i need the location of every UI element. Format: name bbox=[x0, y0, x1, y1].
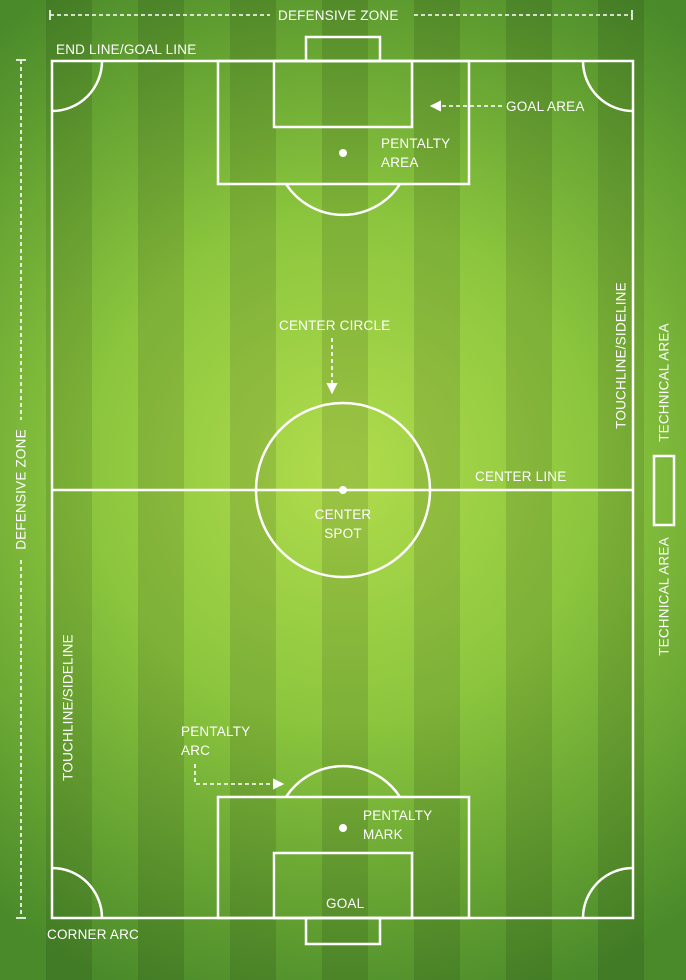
corner-arc-top-left bbox=[51, 60, 104, 113]
corner-arc-bottom-left bbox=[51, 866, 104, 919]
penalty-area-label-line2: AREA bbox=[381, 155, 419, 170]
penalty-arc-label-line2: ARC bbox=[181, 743, 211, 758]
end-line-label: END LINE/GOAL LINE bbox=[56, 42, 197, 57]
bottom-penalty-arc bbox=[284, 764, 402, 798]
touchline-left-label: TOUCHLINE/SIDELINE bbox=[60, 634, 76, 781]
center-spot-label-line1: CENTER bbox=[314, 507, 372, 522]
goal-area-label: GOAL AREA bbox=[506, 99, 585, 114]
corner-arc-bottom-right bbox=[581, 866, 634, 919]
top-penalty-mark bbox=[339, 149, 347, 157]
field-markings bbox=[50, 35, 676, 946]
penalty-arc-label-line1: PENTALTY bbox=[181, 724, 251, 739]
bottom-penalty-mark bbox=[339, 824, 347, 832]
penalty-mark-label-line1: PENTALTY bbox=[363, 808, 433, 823]
center-spot-label-line2: SPOT bbox=[324, 526, 362, 541]
touchline-right-label: TOUCHLINE/SIDELINE bbox=[613, 282, 629, 429]
defensive-zone-top-label: DEFENSIVE ZONE bbox=[278, 8, 399, 23]
technical-area-box bbox=[652, 454, 676, 527]
center-line-label: CENTER LINE bbox=[475, 469, 567, 484]
bottom-goal bbox=[304, 916, 382, 946]
top-penalty-arc bbox=[284, 183, 402, 217]
field-spots bbox=[339, 149, 347, 832]
penalty-arc-arrow bbox=[194, 764, 285, 790]
penalty-mark-label-line2: MARK bbox=[363, 827, 403, 842]
dimension-end-ticks bbox=[16, 10, 633, 919]
technical-area-top-label: TECHNICAL AREA bbox=[656, 323, 672, 442]
goal-label: GOAL bbox=[326, 896, 365, 911]
dimension-lines bbox=[20, 14, 632, 918]
center-circle bbox=[254, 401, 432, 579]
callout-arrows bbox=[194, 100, 502, 790]
penalty-area-label-line1: PENTALTY bbox=[381, 136, 451, 151]
defensive-zone-left-label: DEFENSIVE ZONE bbox=[13, 429, 29, 550]
corner-arc-label: CORNER ARC bbox=[47, 927, 140, 942]
center-circle-label: CENTER CIRCLE bbox=[279, 318, 391, 333]
corner-arc-top-right bbox=[581, 60, 634, 113]
center-spot bbox=[339, 486, 347, 494]
technical-area-bottom-label: TECHNICAL AREA bbox=[656, 537, 672, 656]
top-goal bbox=[304, 35, 382, 63]
